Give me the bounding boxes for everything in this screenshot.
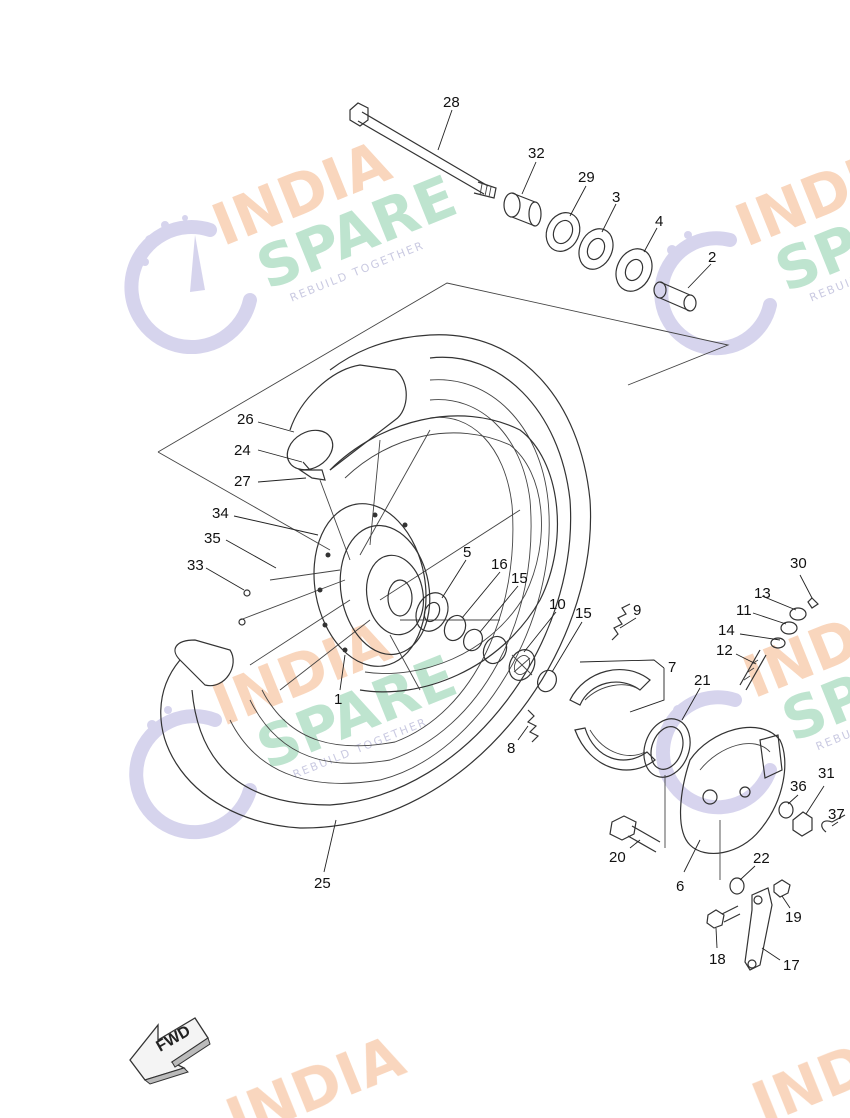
part-labels: 28 32 29 3 4 2 26 24 27 34 35 33 1 5 16 … — [187, 94, 845, 974]
watermark-india: INDIA — [743, 1006, 850, 1118]
part-tire — [160, 334, 592, 829]
brake-assembly — [415, 592, 846, 971]
watermark-india: INDIA — [217, 1022, 414, 1118]
label-6: 6 — [676, 878, 684, 895]
part-small-bolt — [807, 597, 819, 609]
label-37: 37 — [828, 806, 845, 823]
part-spoke-nipples — [238, 589, 251, 626]
part-bearing — [578, 228, 614, 270]
part-washer — [537, 669, 557, 693]
label-36: 36 — [790, 778, 807, 795]
watermark-bottom: INDIA INDIA — [217, 1006, 850, 1118]
axle-assembly — [349, 102, 697, 312]
part-collar — [503, 192, 542, 227]
label-31: 31 — [818, 765, 835, 782]
part-brake-shoes — [569, 669, 656, 771]
label-9: 9 — [633, 602, 641, 619]
label-20: 20 — [609, 849, 626, 866]
part-bearing — [615, 248, 653, 292]
label-28: 28 — [443, 94, 460, 111]
part-cotter-pin — [821, 814, 846, 833]
part-brake-plate — [680, 726, 786, 854]
label-27: 27 — [234, 473, 251, 490]
label-5: 5 — [463, 544, 471, 561]
label-16: 16 — [491, 556, 508, 573]
label-11: 11 — [736, 602, 752, 619]
part-washer — [463, 628, 483, 652]
label-4: 4 — [655, 213, 663, 230]
label-13: 13 — [754, 585, 771, 602]
part-rim — [329, 415, 559, 693]
part-spacer — [653, 281, 697, 312]
label-34: 34 — [212, 505, 229, 522]
part-bearing — [415, 592, 449, 632]
wrench-logo-icon — [129, 706, 257, 840]
part-axle — [349, 102, 497, 199]
label-15: 15 — [511, 570, 528, 587]
label-18: 18 — [709, 951, 726, 968]
exploded-view-outline — [157, 282, 730, 551]
label-24: 24 — [234, 442, 251, 459]
part-washer — [778, 801, 794, 819]
part-nut — [792, 811, 813, 837]
leader-lines — [205, 109, 839, 961]
part-circlip — [443, 614, 467, 642]
part-hub — [313, 503, 431, 667]
part-spokes — [239, 429, 521, 691]
label-8: 8 — [507, 740, 515, 757]
wrench-logo-icon — [654, 231, 777, 356]
wrench-logo-icon — [655, 690, 777, 815]
label-25: 25 — [314, 875, 331, 892]
label-19: 19 — [785, 909, 802, 926]
part-camshaft — [739, 607, 807, 691]
part-spring — [611, 603, 631, 641]
label-26: 26 — [237, 411, 254, 428]
label-2: 2 — [708, 249, 716, 266]
label-29: 29 — [578, 169, 595, 186]
part-gear — [508, 649, 536, 681]
label-1: 1 — [334, 691, 342, 708]
label-12: 12 — [716, 642, 733, 659]
label-14: 14 — [718, 622, 735, 639]
wheel-assembly — [160, 334, 592, 829]
part-brake-lever — [744, 887, 773, 971]
label-10: 10 — [549, 596, 566, 613]
label-35: 35 — [204, 530, 221, 547]
part-spring — [526, 709, 540, 743]
wrench-logo-icon — [124, 215, 257, 355]
part-tube — [174, 364, 407, 687]
part-seal — [482, 635, 508, 665]
part-bolt — [706, 905, 741, 929]
label-30: 30 — [790, 555, 807, 572]
label-22: 22 — [753, 850, 770, 867]
label-32: 32 — [528, 145, 545, 162]
label-33: 33 — [187, 557, 204, 574]
label-7: 7 — [668, 659, 676, 676]
part-seal-ring — [643, 718, 691, 778]
forward-direction-arrow: FWD — [129, 1017, 211, 1085]
part-nut — [773, 879, 791, 898]
label-21: 21 — [694, 672, 711, 689]
label-3: 3 — [612, 189, 620, 206]
label-17: 17 — [783, 957, 800, 974]
part-washer — [729, 877, 745, 895]
part-valve — [298, 461, 326, 481]
watermark-top-right: INDIA SPARE REBUILD TOGETHER — [654, 128, 850, 356]
label-15: 15 — [575, 605, 592, 622]
part-bolt — [609, 815, 661, 853]
